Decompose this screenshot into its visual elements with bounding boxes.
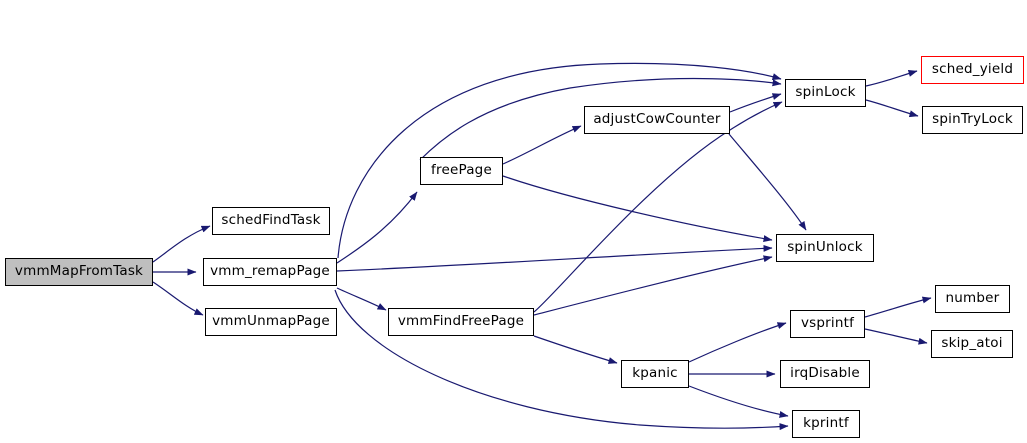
- edge-spinLock-to-sched_yield: [865, 70, 918, 87]
- node-adjustCowCounter[interactable]: adjustCowCounter: [584, 106, 730, 134]
- edge-vmm_remapPage-to-kprintf: [334, 289, 789, 431]
- node-irqDisable[interactable]: irqDisable: [780, 360, 870, 388]
- node-label: skip_atoi: [941, 335, 1003, 352]
- edge-spinLock-to-spinTryLock: [865, 99, 919, 118]
- edge-vmm_remapPage-to-freePage: [336, 191, 418, 264]
- edge-vsprintf-to-number: [864, 296, 932, 318]
- node-spinTryLock[interactable]: spinTryLock: [922, 106, 1023, 134]
- node-freePage[interactable]: freePage: [420, 157, 503, 185]
- node-vmmMapFromTask[interactable]: vmmMapFromTask: [5, 258, 153, 286]
- node-vmmFindFreePage[interactable]: vmmFindFreePage: [388, 308, 534, 336]
- edge-vmmMapFromTask-to-vmmUnmapPage: [152, 281, 204, 316]
- edge-adjustCowCounter-to-spinUnlock: [728, 133, 807, 231]
- edge-adjustCowCounter-to-spinLock: [729, 93, 782, 113]
- node-label: spinLock: [795, 84, 856, 101]
- node-label: kprintf: [803, 415, 849, 432]
- node-label: adjustCowCounter: [593, 111, 721, 128]
- edge-vmm_remapPage-to-vmmFindFreePage: [336, 287, 387, 311]
- node-sched_yield[interactable]: sched_yield: [921, 56, 1024, 84]
- node-label: vmmUnmapPage: [212, 313, 330, 330]
- node-label: kpanic: [632, 365, 678, 382]
- node-skip_atoi[interactable]: skip_atoi: [931, 330, 1013, 358]
- node-number[interactable]: number: [935, 285, 1010, 313]
- edge-freePage-to-spinUnlock: [502, 175, 773, 243]
- node-vmmUnmapPage[interactable]: vmmUnmapPage: [205, 308, 337, 336]
- edge-freePage-to-adjustCowCounter: [502, 125, 582, 165]
- node-label: vsprintf: [800, 315, 855, 332]
- edge-vmmMapFromTask-to-schedFindTask: [152, 225, 211, 263]
- node-label: irqDisable: [790, 365, 860, 382]
- edge-vmmFindFreePage-to-spinUnlock: [533, 255, 773, 316]
- node-vmm_remapPage[interactable]: vmm_remapPage: [203, 258, 337, 286]
- node-kprintf[interactable]: kprintf: [792, 410, 860, 438]
- node-label: vmm_remapPage: [210, 263, 330, 280]
- edge-vmm_remapPage-to-spinUnlock: [336, 244, 773, 272]
- node-label: sched_yield: [931, 61, 1014, 78]
- node-kpanic[interactable]: kpanic: [621, 360, 689, 388]
- edge-freePage-to-spinLock: [419, 77, 782, 161]
- node-spinUnlock[interactable]: spinUnlock: [776, 234, 874, 262]
- edge-vmm_remapPage-to-spinLock: [337, 62, 782, 259]
- node-label: spinUnlock: [787, 239, 863, 256]
- node-label: vmmFindFreePage: [397, 313, 525, 330]
- node-vsprintf[interactable]: vsprintf: [790, 310, 865, 338]
- edge-vmmFindFreePage-to-spinLock: [533, 101, 783, 313]
- node-label: schedFindTask: [221, 212, 321, 229]
- node-label: spinTryLock: [932, 111, 1013, 128]
- node-spinLock[interactable]: spinLock: [785, 79, 866, 107]
- node-label: freePage: [431, 162, 492, 179]
- edges-group: [152, 62, 932, 431]
- node-schedFindTask[interactable]: schedFindTask: [212, 207, 330, 235]
- node-label: number: [945, 290, 1000, 307]
- edge-kpanic-to-kprintf: [688, 385, 789, 418]
- edge-kpanic-to-vsprintf: [688, 322, 787, 363]
- edge-vmmFindFreePage-to-kpanic: [533, 335, 618, 364]
- edge-vsprintf-to-skip_atoi: [864, 328, 928, 345]
- node-label: vmmMapFromTask: [14, 263, 144, 280]
